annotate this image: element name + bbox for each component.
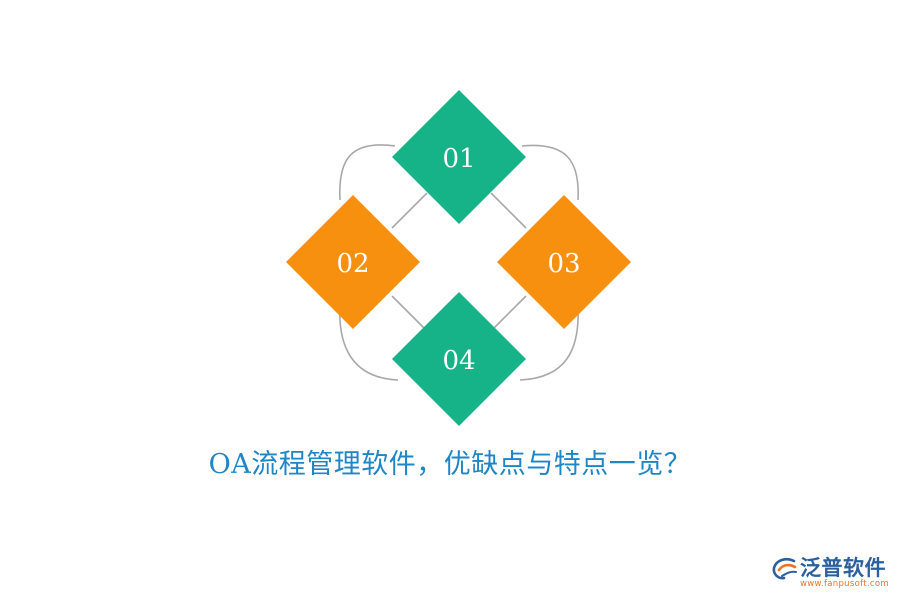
diamond-04-shape bbox=[392, 292, 526, 426]
diamond-04: 04 bbox=[392, 292, 526, 426]
page-title: OA流程管理软件，优缺点与特点一览？ bbox=[208, 449, 692, 480]
logo-name: 泛普软件 bbox=[800, 556, 886, 580]
diamond-04-label: 04 bbox=[442, 346, 475, 376]
connector-ring bbox=[339, 144, 579, 381]
diamond-01-shape bbox=[392, 90, 526, 224]
diamond-03-label: 03 bbox=[547, 249, 580, 279]
diamond-02-label: 02 bbox=[336, 249, 369, 279]
connector-inner bbox=[391, 192, 527, 332]
diamond-01: 01 bbox=[392, 90, 526, 224]
diamond-03-shape bbox=[497, 195, 631, 329]
diamond-01-label: 01 bbox=[442, 144, 475, 174]
diamond-02: 02 bbox=[286, 195, 420, 329]
logo-url: www.fanpusoft.com bbox=[800, 579, 889, 589]
brand-logo[interactable]: 泛普软件 www.fanpusoft.com bbox=[770, 552, 890, 596]
diamond-03: 03 bbox=[497, 195, 631, 329]
logo-mark-icon bbox=[772, 557, 797, 580]
diamond-02-shape bbox=[286, 195, 420, 329]
